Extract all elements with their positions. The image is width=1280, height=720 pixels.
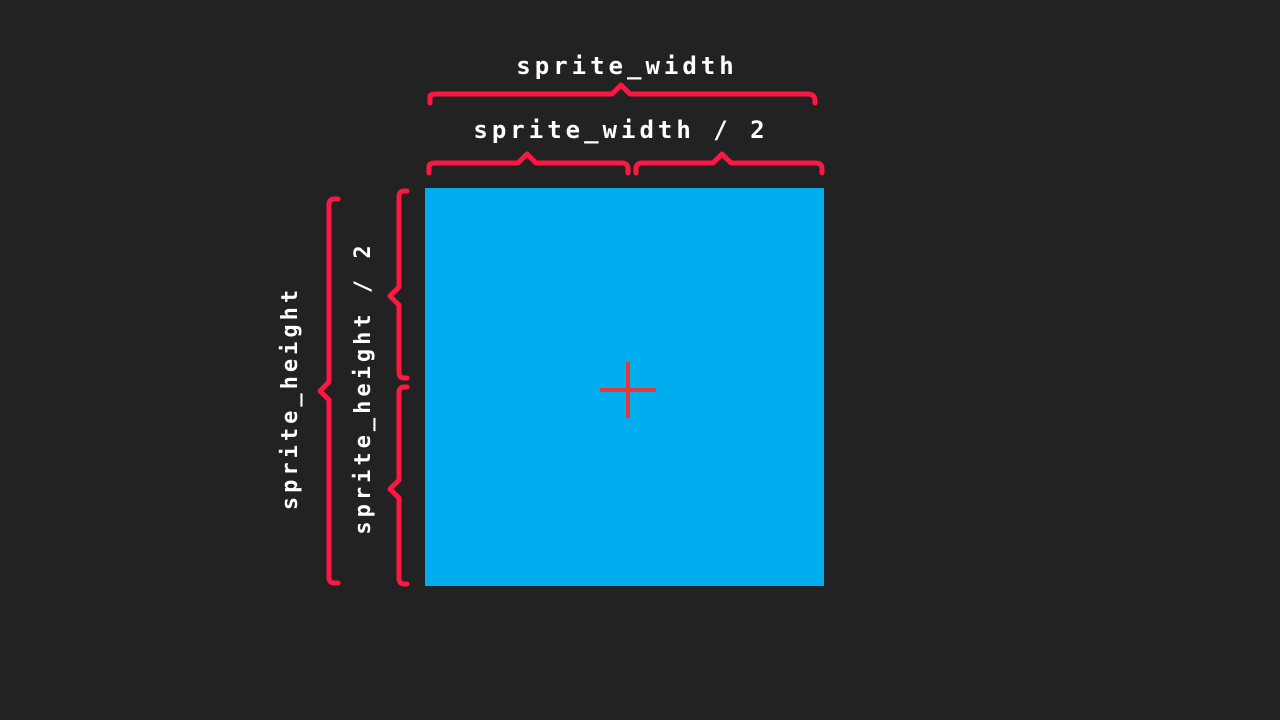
sprite-rect — [425, 188, 824, 586]
brace-sprite-height-half-top — [387, 188, 410, 381]
label-sprite-width-half: sprite_width / 2 — [473, 116, 768, 144]
label-sprite-height-half: sprite_height / 2 — [351, 241, 376, 534]
label-sprite-width: sprite_width — [516, 52, 737, 80]
brace-sprite-width-half-left — [426, 151, 631, 176]
label-sprite-height: sprite_height — [278, 286, 303, 510]
brace-sprite-width-half-right — [633, 151, 825, 176]
brace-sprite-height — [317, 196, 341, 586]
center-crosshair-icon — [600, 362, 656, 418]
brace-sprite-height-half-bottom — [387, 384, 410, 587]
brace-sprite-width — [427, 82, 818, 106]
